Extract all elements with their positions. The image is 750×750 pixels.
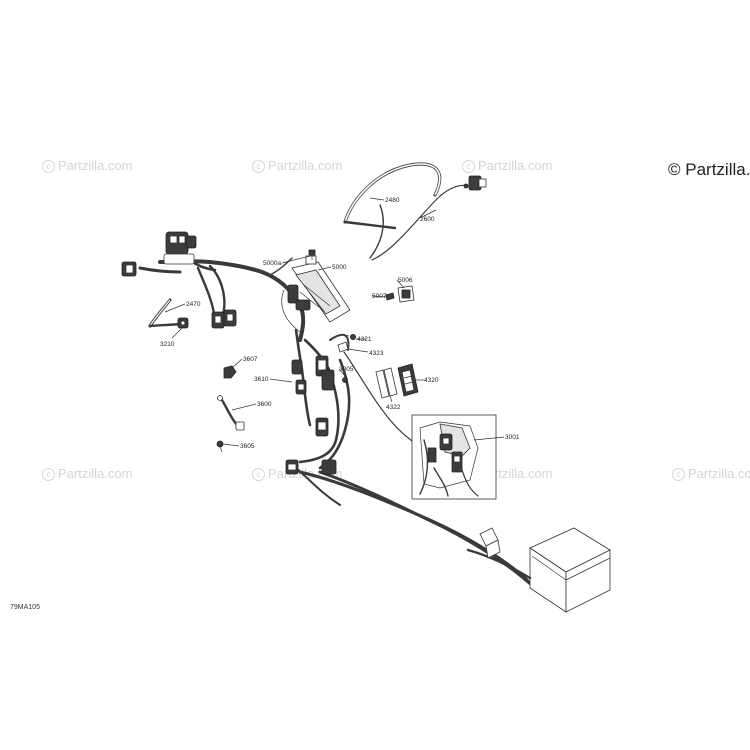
part-4323-clip[interactable] bbox=[337, 341, 349, 353]
copyright-icon: c bbox=[252, 160, 265, 173]
callout-2600: 2600 bbox=[420, 216, 435, 223]
left-connector-group bbox=[121, 231, 237, 329]
callout-5000a: 5000a bbox=[263, 260, 281, 267]
copyright-icon: c bbox=[42, 468, 55, 481]
part-3005-fastener[interactable] bbox=[342, 377, 348, 383]
copyright-icon: c bbox=[42, 160, 55, 173]
callout-3607: 3607 bbox=[243, 356, 258, 363]
part-4321-screw[interactable] bbox=[343, 333, 356, 340]
part-5007-screw[interactable] bbox=[385, 292, 395, 301]
part-5006-relay[interactable] bbox=[397, 285, 415, 303]
brand-logo-text: © Partzilla. bbox=[668, 160, 750, 179]
part-3607-nut[interactable] bbox=[223, 365, 237, 379]
part-3001-inset[interactable] bbox=[411, 414, 497, 500]
part-4322-fuse[interactable] bbox=[375, 367, 398, 399]
callout-4321: 4321 bbox=[357, 336, 372, 343]
fuse-box-wire bbox=[343, 351, 419, 446]
callout-4322: 4322 bbox=[386, 404, 401, 411]
part-3600-cable[interactable] bbox=[217, 395, 245, 431]
part-2480-cable[interactable] bbox=[343, 162, 442, 259]
part-2600-sensor[interactable] bbox=[371, 175, 487, 261]
part-5000-ecu[interactable] bbox=[281, 255, 351, 333]
callout-3605: 3605 bbox=[240, 443, 255, 450]
callout-5000: 5000 bbox=[332, 264, 347, 271]
copyright-icon: c bbox=[252, 468, 265, 481]
callout-3001: 3001 bbox=[505, 434, 520, 441]
callout-5006: 5006 bbox=[398, 277, 413, 284]
part-5000a-fastener[interactable] bbox=[308, 249, 316, 260]
callout-labels: 2480 2600 5000a 5000 5006 5007 2470 3210… bbox=[160, 197, 520, 450]
callout-2470: 2470 bbox=[186, 301, 201, 308]
diagram-code: 79MA105 bbox=[10, 604, 40, 611]
part-4320-fuse-box[interactable] bbox=[397, 363, 419, 397]
callout-3005: 3005 bbox=[339, 366, 354, 373]
part-3605-bolt[interactable] bbox=[216, 440, 224, 453]
callout-3610: 3610 bbox=[254, 376, 269, 383]
part-2470-wire[interactable] bbox=[148, 298, 182, 328]
part-3210-sensor[interactable] bbox=[177, 317, 189, 329]
callout-2480: 2480 bbox=[385, 197, 400, 204]
callout-4323: 4323 bbox=[369, 350, 384, 357]
callout-3600: 3600 bbox=[257, 401, 272, 408]
copyright-icon: c bbox=[672, 468, 685, 481]
callout-4320: 4320 bbox=[424, 377, 439, 384]
battery bbox=[466, 527, 611, 613]
copyright-icon: c bbox=[462, 160, 475, 173]
battery-terminal-cover bbox=[479, 527, 501, 559]
leader-lines bbox=[164, 197, 505, 447]
harness-connectors-mid bbox=[285, 355, 337, 475]
callout-3210: 3210 bbox=[160, 341, 175, 348]
part-3610-connector[interactable] bbox=[291, 359, 307, 395]
callout-5007: 5007 bbox=[372, 293, 387, 300]
